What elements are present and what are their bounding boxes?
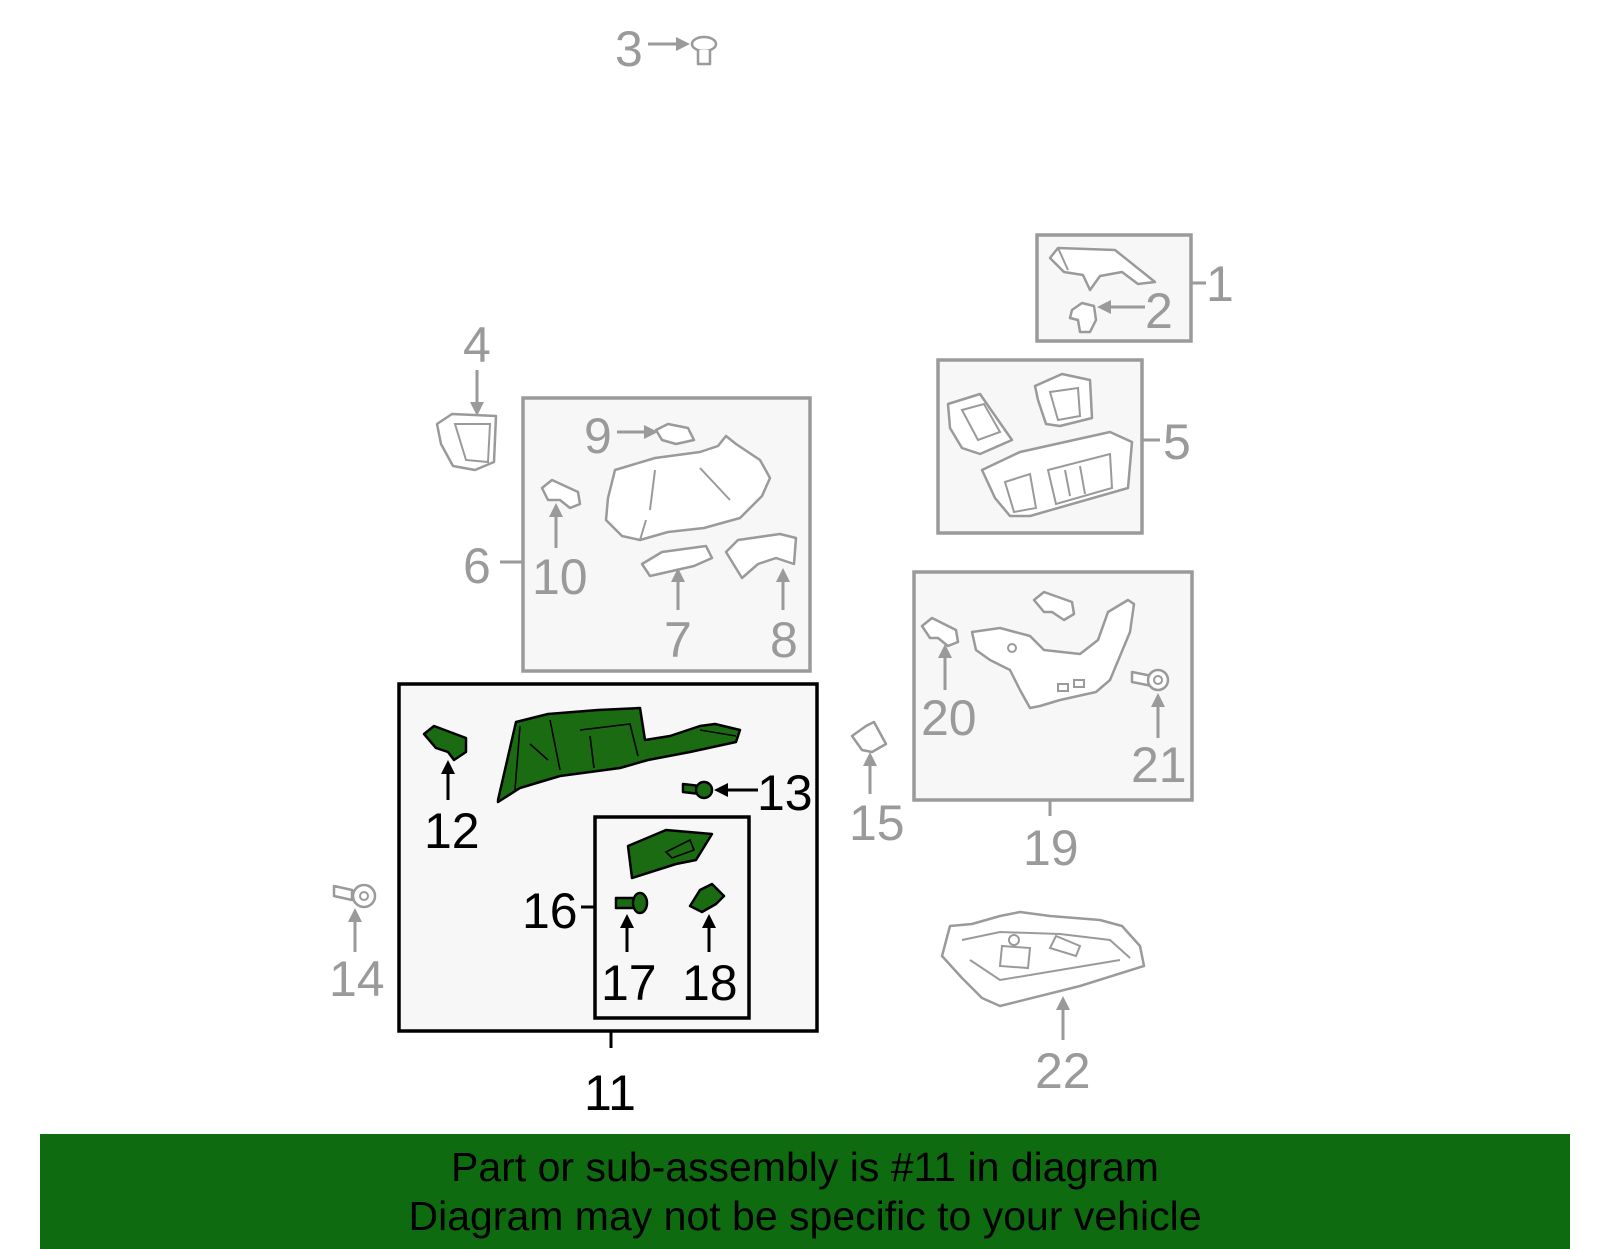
part-12-hinge[interactable]: [422, 724, 468, 762]
callout-3[interactable]: 3: [615, 21, 643, 77]
banner-line-2: Diagram may not be specific to your vehi…: [408, 1192, 1202, 1239]
part-7-bracket[interactable]: [640, 544, 714, 578]
part-13-screw[interactable]: [681, 780, 714, 800]
info-banner: Part or sub-assembly is #11 in diagram D…: [40, 1134, 1570, 1249]
callout-10[interactable]: 10: [532, 549, 588, 605]
part-19-reinforcement[interactable]: [970, 598, 1136, 710]
arrowhead-8: [776, 568, 790, 582]
callout-9[interactable]: 9: [584, 408, 612, 464]
part-21-bolt[interactable]: [1130, 668, 1170, 692]
arrowhead-17: [620, 914, 634, 928]
part-15-clip[interactable]: [850, 720, 888, 754]
part-8-bracket[interactable]: [724, 532, 798, 580]
arrowhead-12: [441, 760, 455, 774]
callout-19[interactable]: 19: [1023, 820, 1079, 876]
part-4-vent[interactable]: [435, 412, 498, 472]
arrowhead-20: [938, 644, 952, 658]
callout-15[interactable]: 15: [849, 795, 905, 851]
callout-6[interactable]: 6: [463, 538, 491, 594]
callout-8[interactable]: 8: [770, 612, 798, 668]
arrowhead-2: [1097, 300, 1111, 314]
callout-20[interactable]: 20: [921, 690, 977, 746]
callout-14[interactable]: 14: [329, 951, 385, 1007]
part-9-clip[interactable]: [654, 422, 696, 446]
arrowhead-3: [676, 37, 690, 51]
callout-11[interactable]: 11: [584, 1065, 636, 1121]
arrowhead-9: [644, 425, 658, 439]
callout-21[interactable]: 21: [1131, 737, 1187, 793]
callout-5[interactable]: 5: [1163, 414, 1191, 470]
part-11-glove-box-assembly[interactable]: [496, 706, 742, 804]
part-18-striker[interactable]: [688, 882, 726, 914]
arrowhead-22: [1056, 996, 1070, 1010]
arrowhead-14: [348, 908, 362, 922]
part-19-clip-top[interactable]: [1032, 590, 1076, 622]
part-14-bolt[interactable]: [332, 883, 377, 909]
callout-4[interactable]: 4: [463, 317, 491, 373]
arrowhead-15: [863, 752, 877, 766]
callout-22[interactable]: 22: [1035, 1043, 1091, 1099]
part-2-clip[interactable]: [1068, 301, 1098, 334]
part-16-latch-assembly[interactable]: [626, 828, 714, 880]
callout-16[interactable]: 16: [522, 883, 578, 939]
callout-2[interactable]: 2: [1145, 283, 1173, 339]
arrowhead-7: [671, 568, 685, 582]
part-3-clip[interactable]: [690, 35, 718, 66]
arrowhead-10: [549, 503, 563, 517]
part-22-tray[interactable]: [940, 910, 1146, 1008]
arrowhead-13: [714, 783, 728, 797]
callout-12[interactable]: 12: [424, 803, 480, 859]
arrowhead-21: [1151, 693, 1165, 707]
part-17-screw[interactable]: [614, 891, 649, 915]
callout-7[interactable]: 7: [664, 612, 692, 668]
callout-13[interactable]: 13: [757, 765, 813, 821]
part-1-trim-panel[interactable]: [1048, 246, 1157, 292]
group-box-6: [521, 396, 812, 673]
part-20-clip[interactable]: [920, 616, 960, 648]
part-10-clip[interactable]: [540, 478, 582, 510]
part-6-lower-panel[interactable]: [604, 434, 772, 542]
callout-18[interactable]: 18: [682, 955, 738, 1011]
arrowhead-18: [702, 914, 716, 928]
callout-17[interactable]: 17: [601, 955, 657, 1011]
banner-line-1: Part or sub-assembly is #11 in diagram: [451, 1143, 1159, 1190]
arrowhead-4: [470, 402, 484, 416]
callout-1[interactable]: 1: [1206, 256, 1234, 312]
part-5-vent-assembly[interactable]: [946, 372, 1134, 518]
